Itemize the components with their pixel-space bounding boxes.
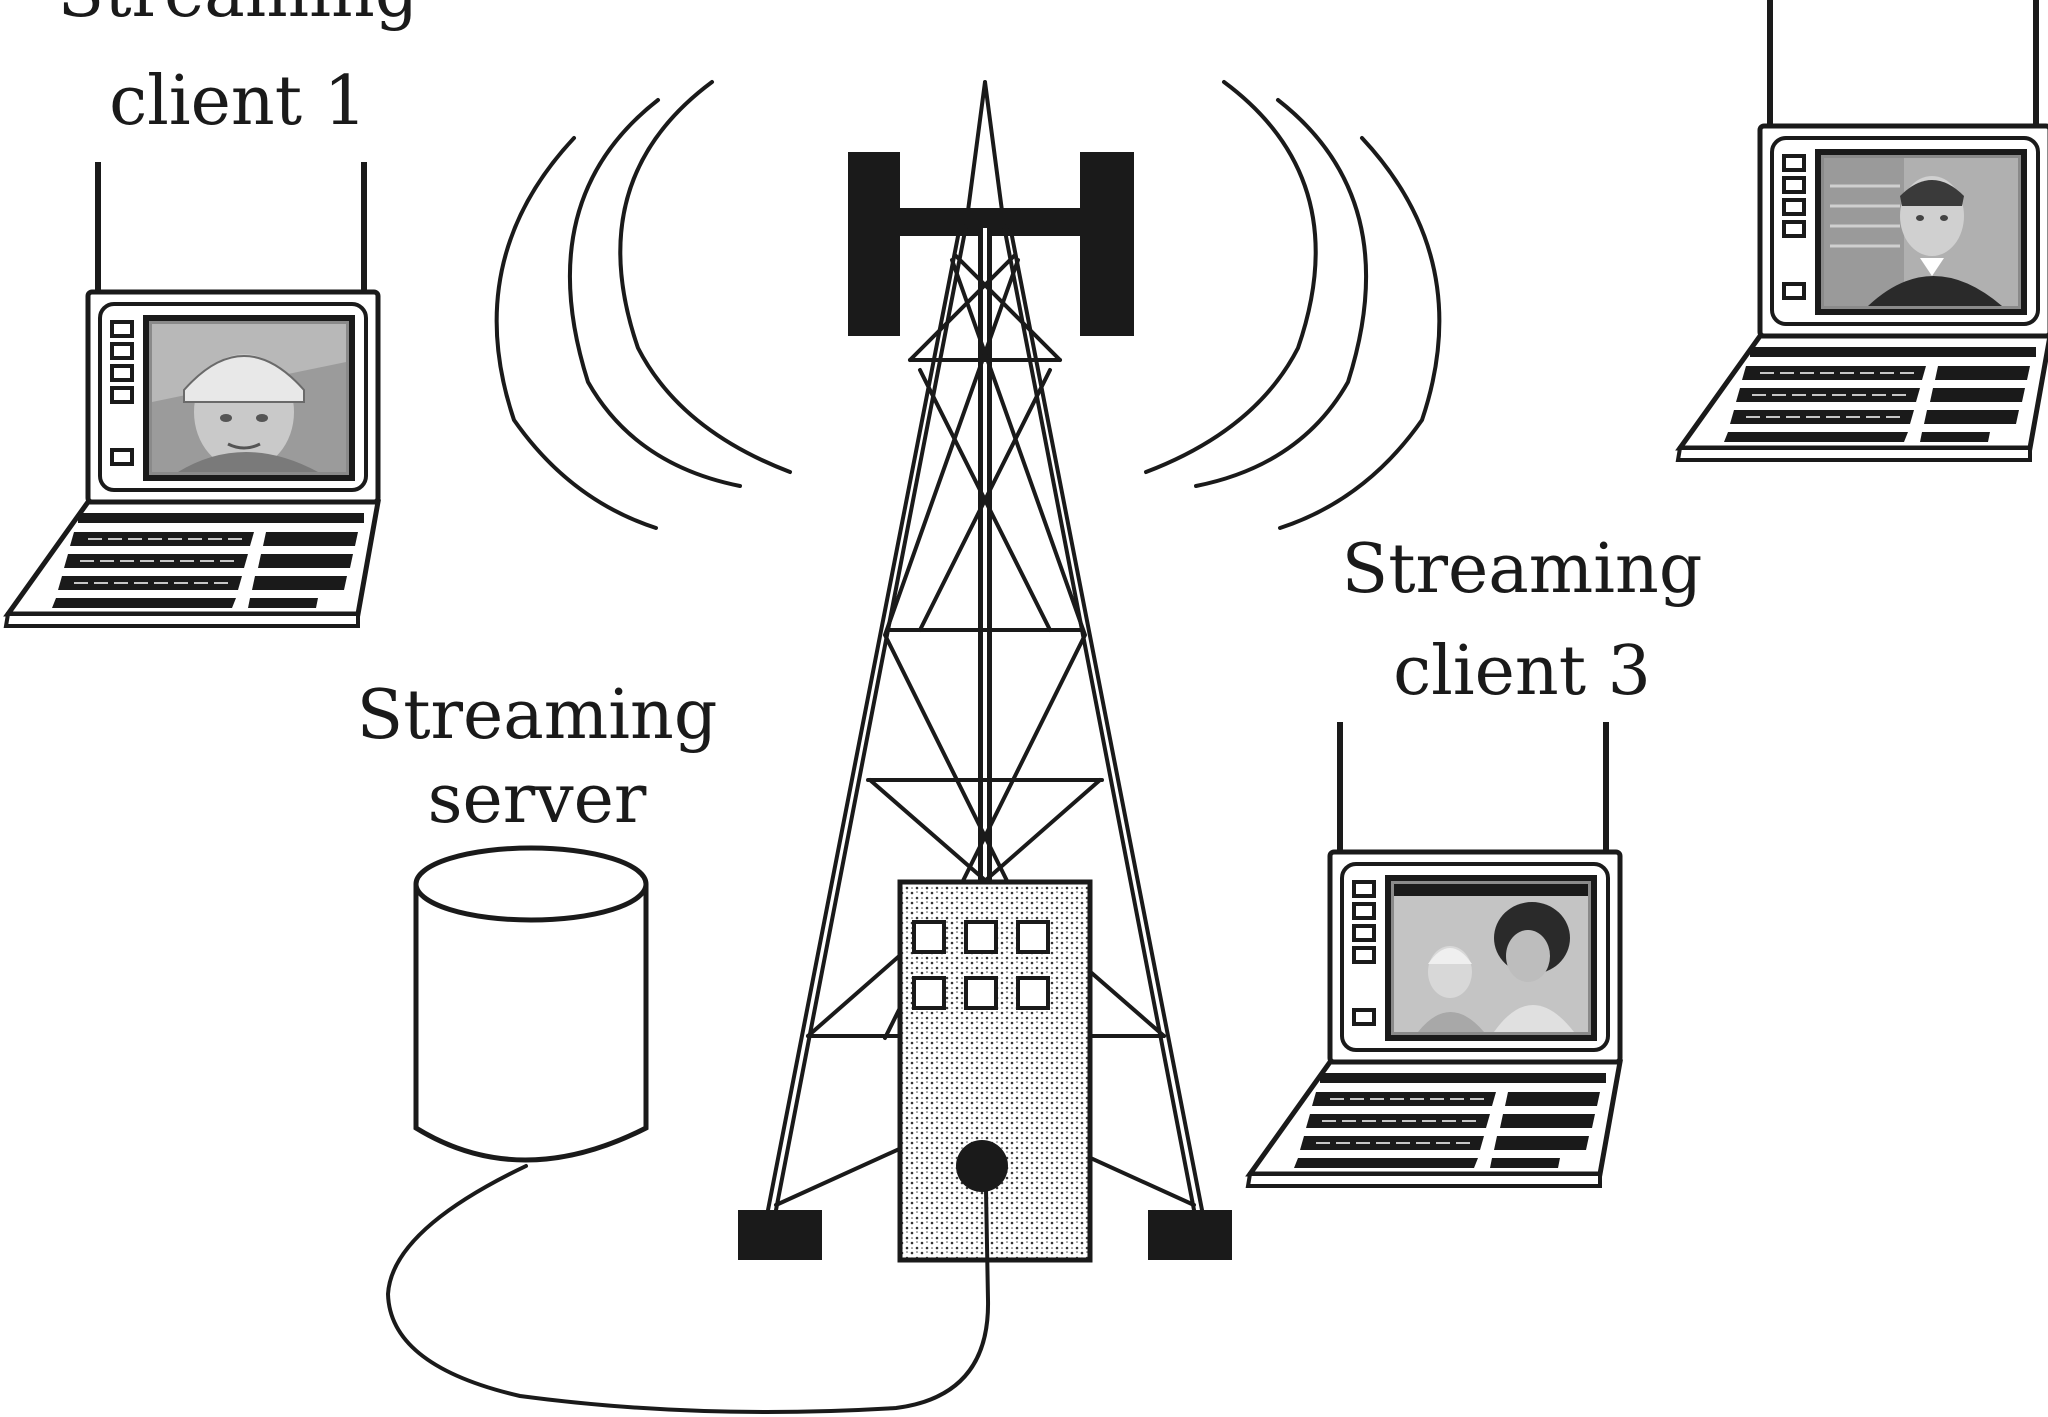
client-1-video-frame	[152, 324, 346, 472]
client-3-label-line2: client 3	[1393, 632, 1651, 711]
client-1-label-line2: client 1	[109, 62, 367, 141]
radio-waves-right	[1144, 80, 1442, 530]
client-1-label-line1: Streaming	[58, 0, 419, 33]
client-2-video-frame	[1824, 158, 2018, 306]
client-1-laptop-icon	[6, 162, 378, 626]
server-label-line2: server	[428, 760, 647, 839]
server-label-line1: Streaming	[357, 676, 718, 755]
radio-waves-left	[494, 80, 792, 530]
client-3-label-line1: Streaming	[1342, 530, 1703, 609]
client-2-laptop-icon	[1678, 0, 2048, 460]
client-3-video-frame	[1394, 884, 1588, 1032]
cell-tower-icon	[738, 80, 1232, 1263]
client-3-laptop-icon	[1248, 722, 1620, 1186]
network-cable	[386, 1164, 991, 1414]
streaming-server-icon	[413, 845, 649, 1163]
